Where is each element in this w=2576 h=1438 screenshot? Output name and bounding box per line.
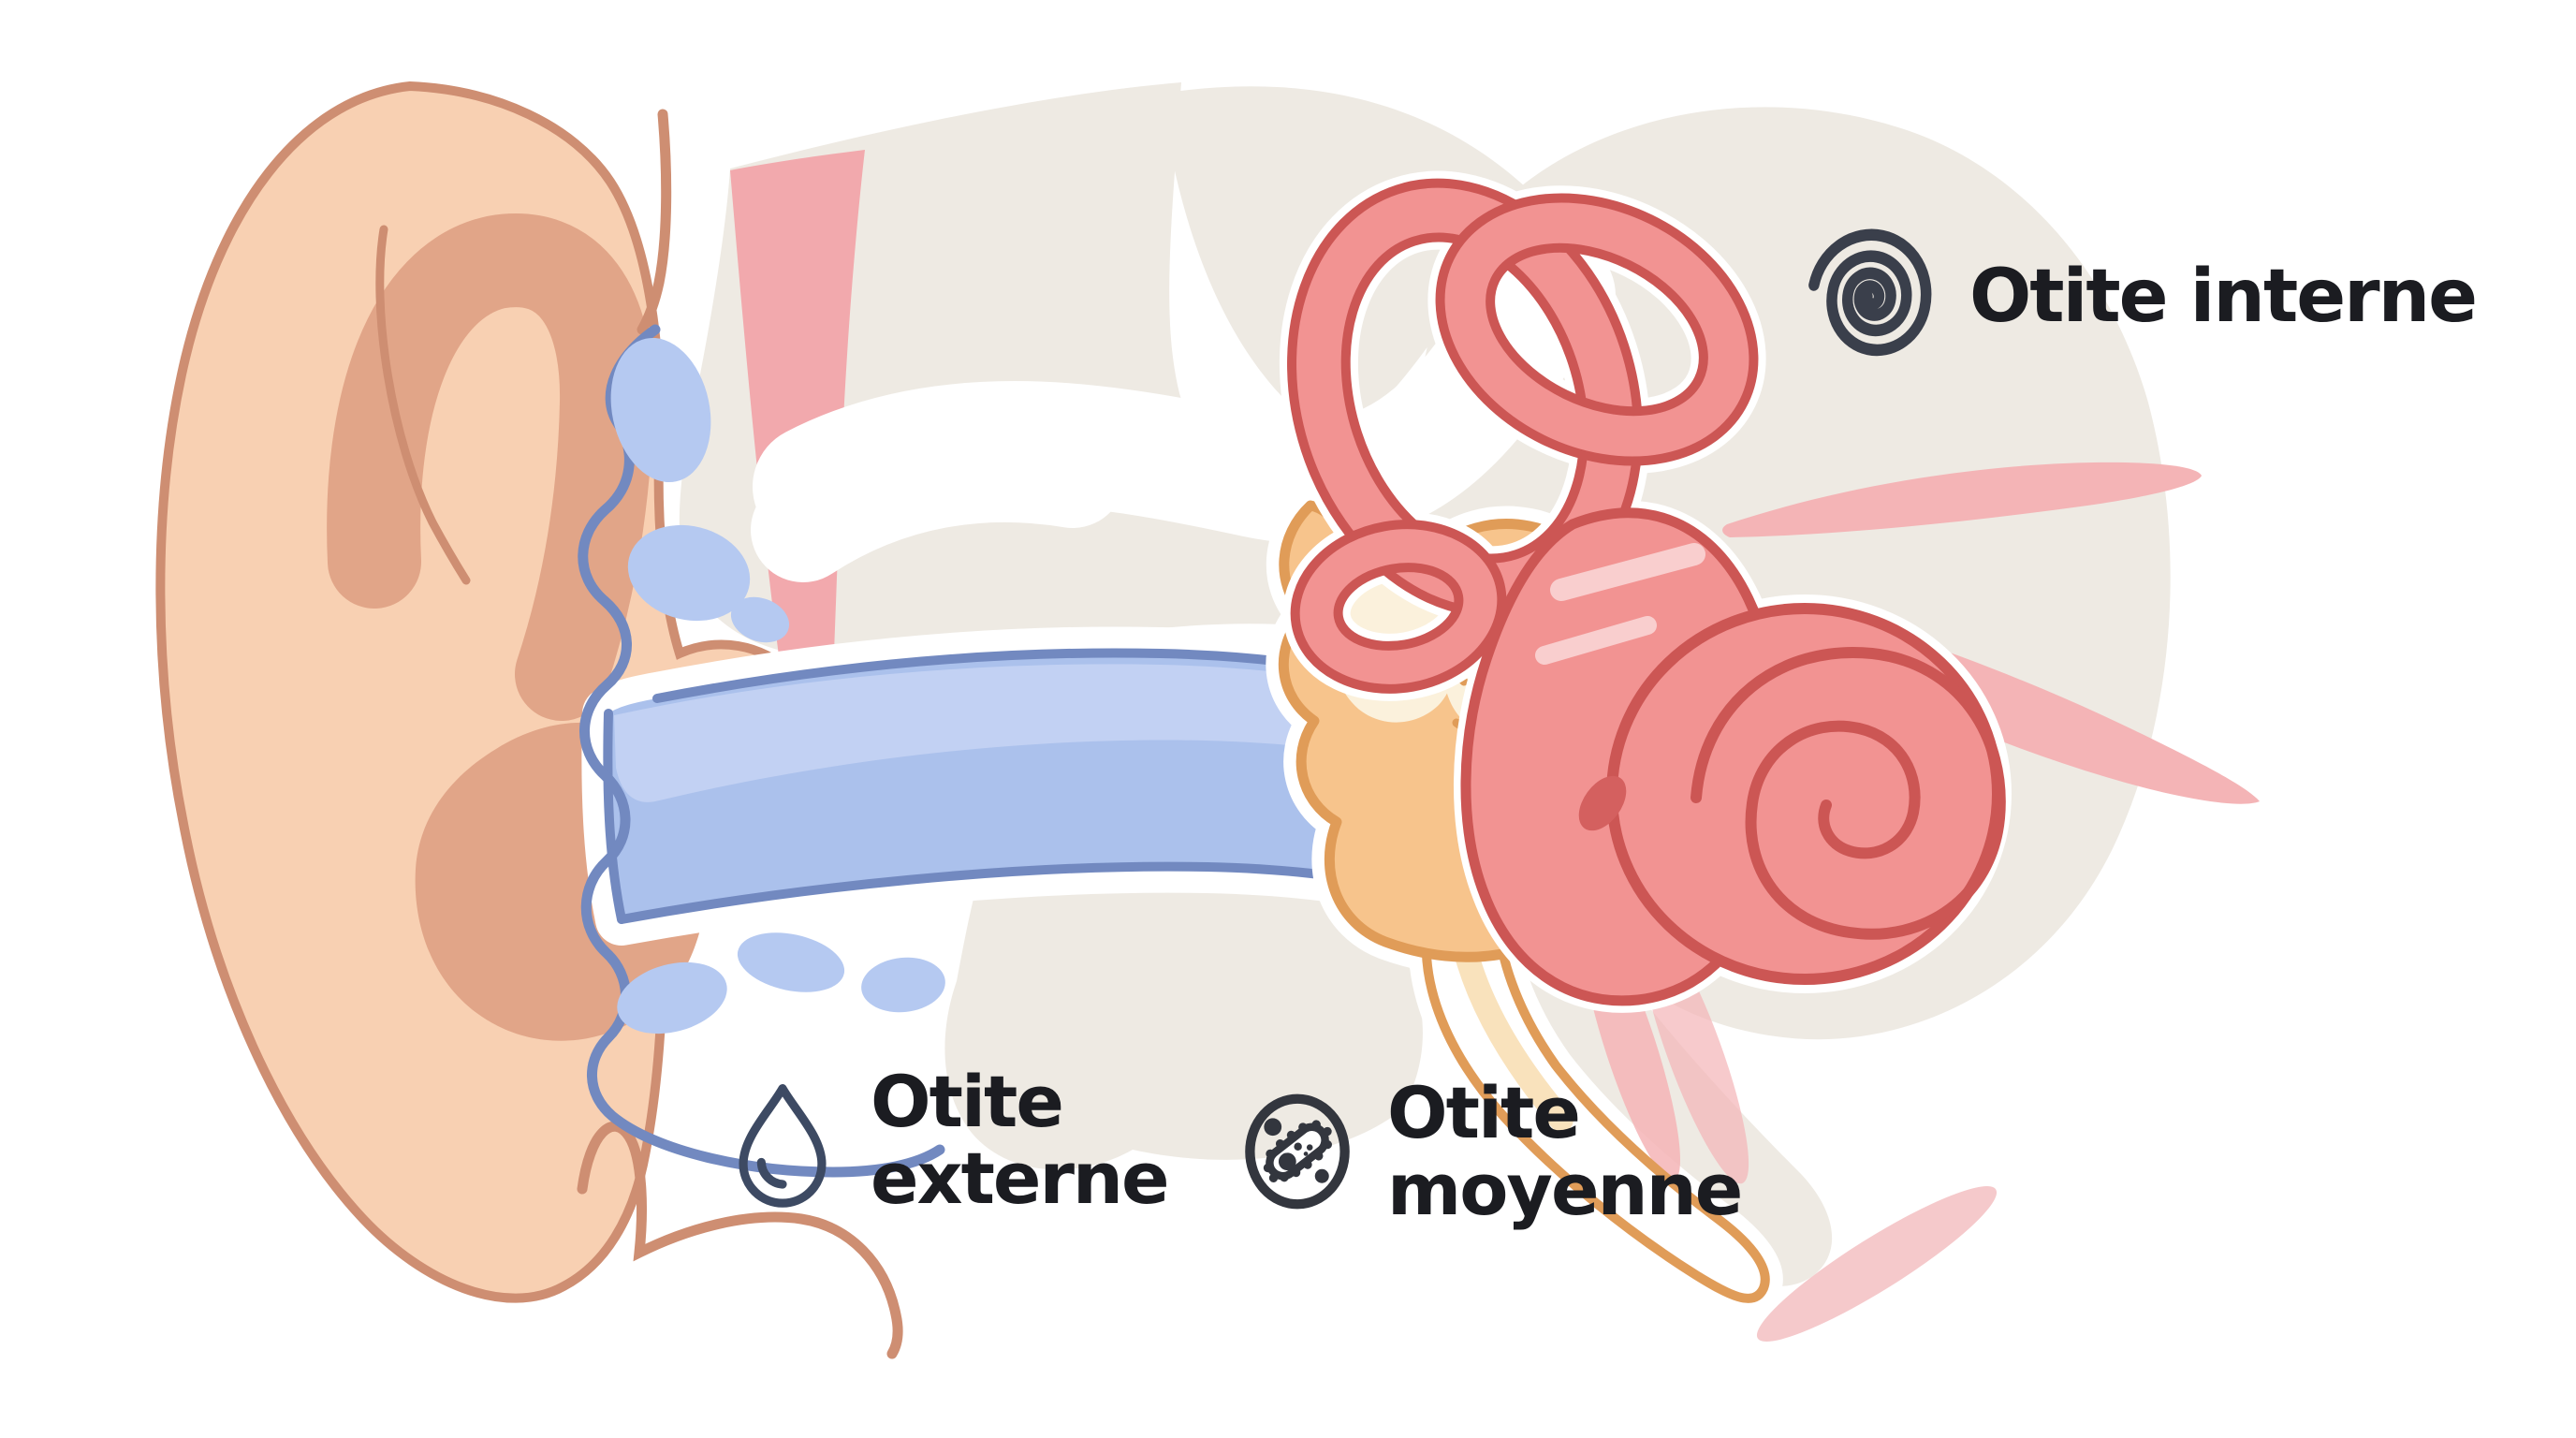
canal-entrance-wavy-line xyxy=(578,324,945,1178)
label-otite-externe-text: Otite externe xyxy=(871,1060,1170,1221)
round-window xyxy=(1578,775,1627,831)
helix-inner-line xyxy=(375,225,471,585)
label-otite-interne: Otite interne xyxy=(1799,223,2478,371)
crus-helix-line xyxy=(637,109,672,335)
label-otite-interne-text: Otite interne xyxy=(1969,254,2478,339)
label-otite-moyenne-text: Otite moyenne xyxy=(1387,1071,1743,1232)
nerve-strand-upper xyxy=(1722,462,2202,537)
antihelix-shading xyxy=(327,213,654,721)
label-otite-externe: Otite externe xyxy=(734,1060,1170,1221)
label-otite-moyenne: Otite moyenne xyxy=(1241,1071,1743,1232)
tube-pink-sliver xyxy=(1756,1186,1998,1342)
canal-fluid-blobs xyxy=(610,337,945,1034)
spiral-icon xyxy=(1808,228,1932,357)
cochlea-spiral xyxy=(1690,647,2006,940)
inner-ear xyxy=(1279,170,2260,1013)
water-drop-icon xyxy=(739,1084,827,1208)
bacteria-icon xyxy=(1245,1093,1350,1210)
